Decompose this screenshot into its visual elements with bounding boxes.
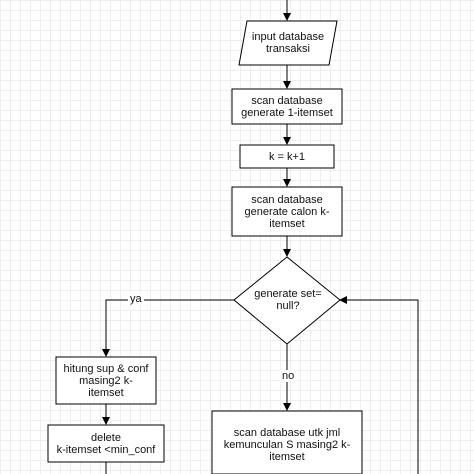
scan3-box[interactable] [211,410,363,474]
edge-label-no: no [280,370,297,382]
scan2-box[interactable] [231,186,343,237]
edge-label-yes: ya [128,293,144,305]
hitung-box[interactable] [55,356,157,405]
edge-decision-yes [102,299,236,357]
edge-loop-back [339,296,419,474]
input-parallelogram[interactable] [238,20,338,66]
decision-diamond[interactable] [233,256,341,345]
delete-box[interactable] [47,424,165,463]
kinc-box[interactable] [239,144,335,169]
scan1-box[interactable] [231,88,343,125]
